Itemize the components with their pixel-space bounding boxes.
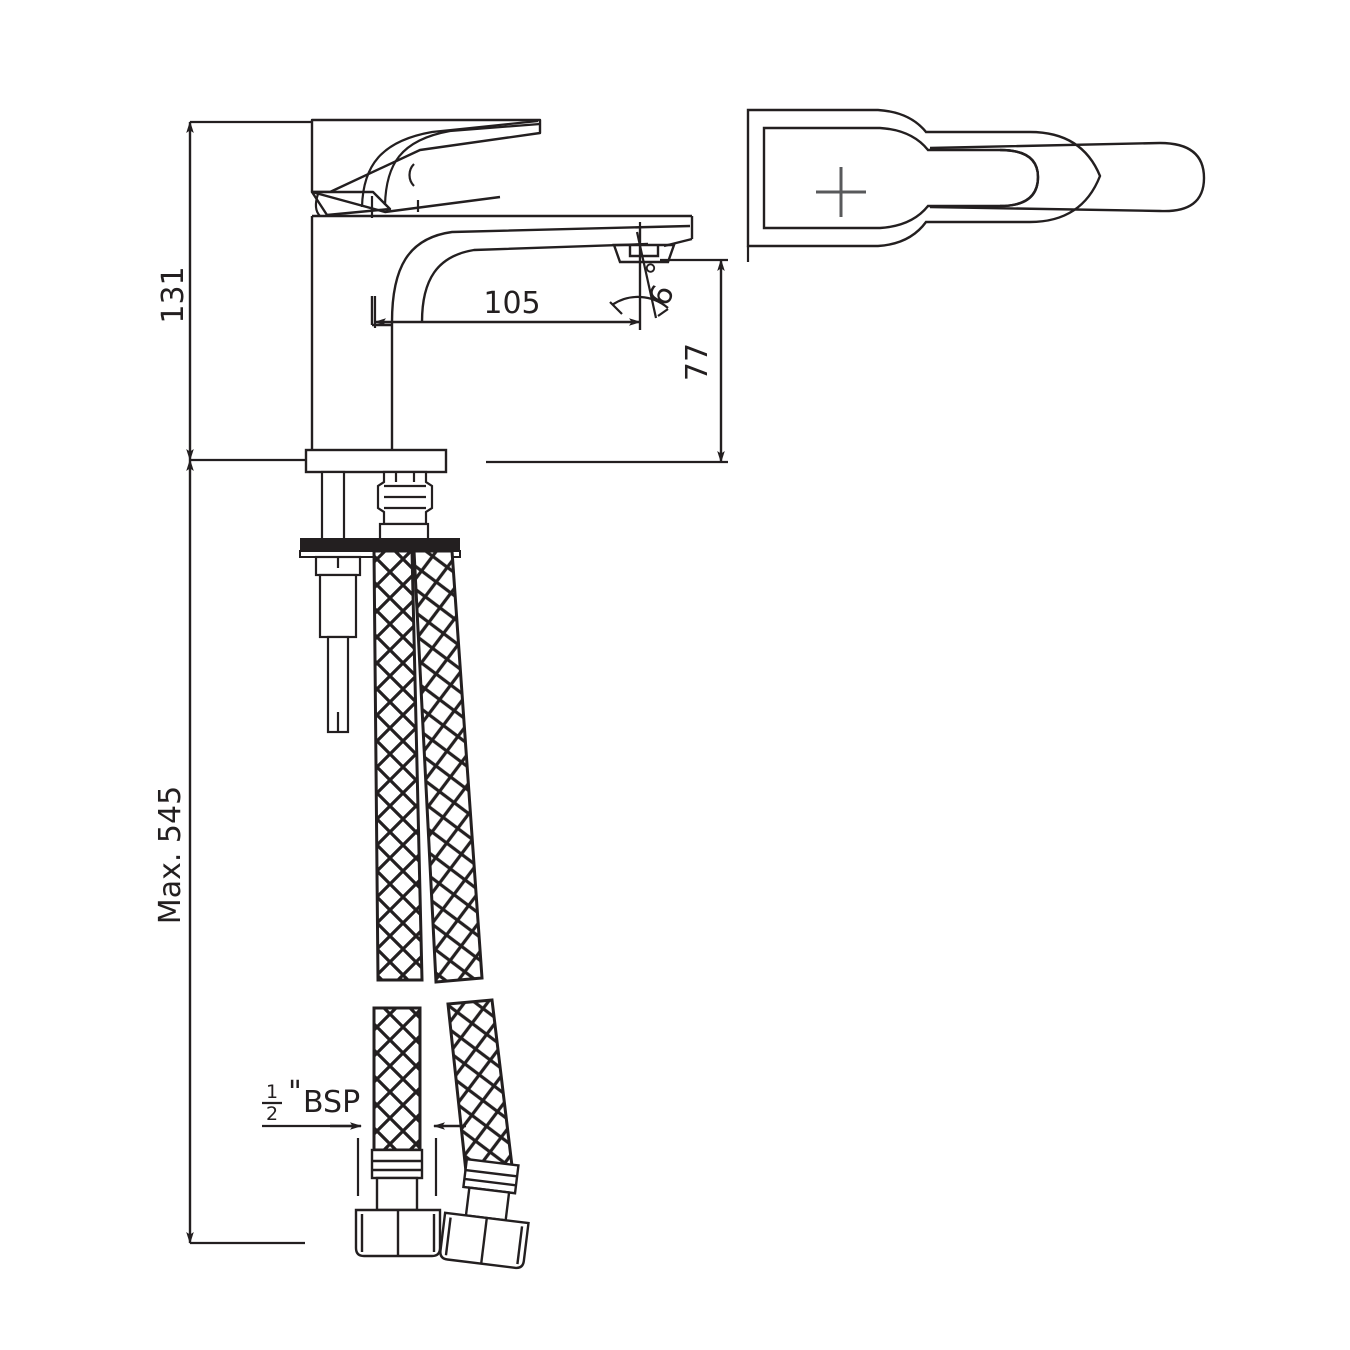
angle-slant-line: [635, 231, 658, 319]
braided-hose-right-upper: [412, 549, 484, 984]
mixer-body-column: [310, 214, 692, 450]
angle-tick-left: [609, 301, 623, 315]
dimension-half-inch-bsp: [262, 1122, 466, 1196]
dimension-105-label: 105: [483, 286, 540, 321]
top-plan-view: [746, 108, 1206, 248]
spout-inner-curve: [420, 242, 649, 323]
dimension-131-label: 131: [156, 266, 191, 323]
lever-pivot-arc: [408, 163, 415, 187]
plan-handle-outline: [746, 108, 1102, 248]
connector-right-hex-edge-b: [516, 1226, 524, 1265]
center-cross-mark-icon: [816, 167, 866, 217]
lever-handle: [310, 118, 542, 217]
dimension-77: [486, 258, 728, 464]
braided-hose-left: [372, 549, 424, 982]
plan-spout-outline: [929, 141, 1206, 213]
counter-surface-bar: [300, 538, 460, 551]
braided-hose-left-upper: [372, 549, 424, 982]
lever-curve-inner: [383, 122, 541, 206]
dimension-bsp-label-group: 1 2 " BSP: [262, 1075, 360, 1125]
connector-right-hex-split: [480, 1217, 488, 1264]
bsp-inch-mark: ": [288, 1075, 302, 1110]
connector-left-neck: [375, 1176, 419, 1212]
nut-body: [318, 573, 358, 639]
handle-left-fillet: [314, 193, 321, 217]
base-flange-plate: [304, 448, 448, 474]
base-flange: [304, 448, 448, 474]
dimension-6-degrees: [609, 222, 669, 330]
lever-curve-outer: [360, 119, 539, 208]
dimension-max-545: [186, 459, 305, 1245]
braided-hose-left-lower-group: [372, 1006, 422, 1152]
aerator-inner: [628, 246, 660, 258]
bsp-fraction-denominator: 2: [266, 1103, 278, 1125]
aerator-body: [612, 243, 676, 264]
bsp-thread-label: BSP: [303, 1085, 360, 1120]
connector-right-line1: [465, 1168, 518, 1178]
braided-hose-left-lower: [372, 1006, 422, 1152]
mounting-nut: [314, 555, 362, 734]
angle-arc: [611, 295, 669, 309]
connector-right-hex-edge-a: [444, 1217, 452, 1256]
lever-handle-contours: [314, 119, 541, 218]
hose-connector-right: [439, 1157, 530, 1270]
stud-rod-left: [320, 470, 346, 548]
aerator: [612, 243, 676, 264]
hose-connector-left: [354, 1148, 442, 1258]
dimension-max-545-label: Max. 545: [153, 786, 188, 924]
handle-lower-edge: [311, 190, 501, 214]
connector-right-line2: [464, 1177, 517, 1187]
angle-tick-right: [657, 308, 669, 317]
plan-spout-joint-arc: [999, 148, 1040, 208]
dimension-77-label: 77: [680, 343, 715, 381]
braided-hose-right: [412, 549, 484, 984]
bsp-fraction-numerator: 1: [266, 1081, 278, 1103]
connector-left-ferrule: [370, 1148, 424, 1180]
spout-outer-curve: [390, 224, 691, 323]
